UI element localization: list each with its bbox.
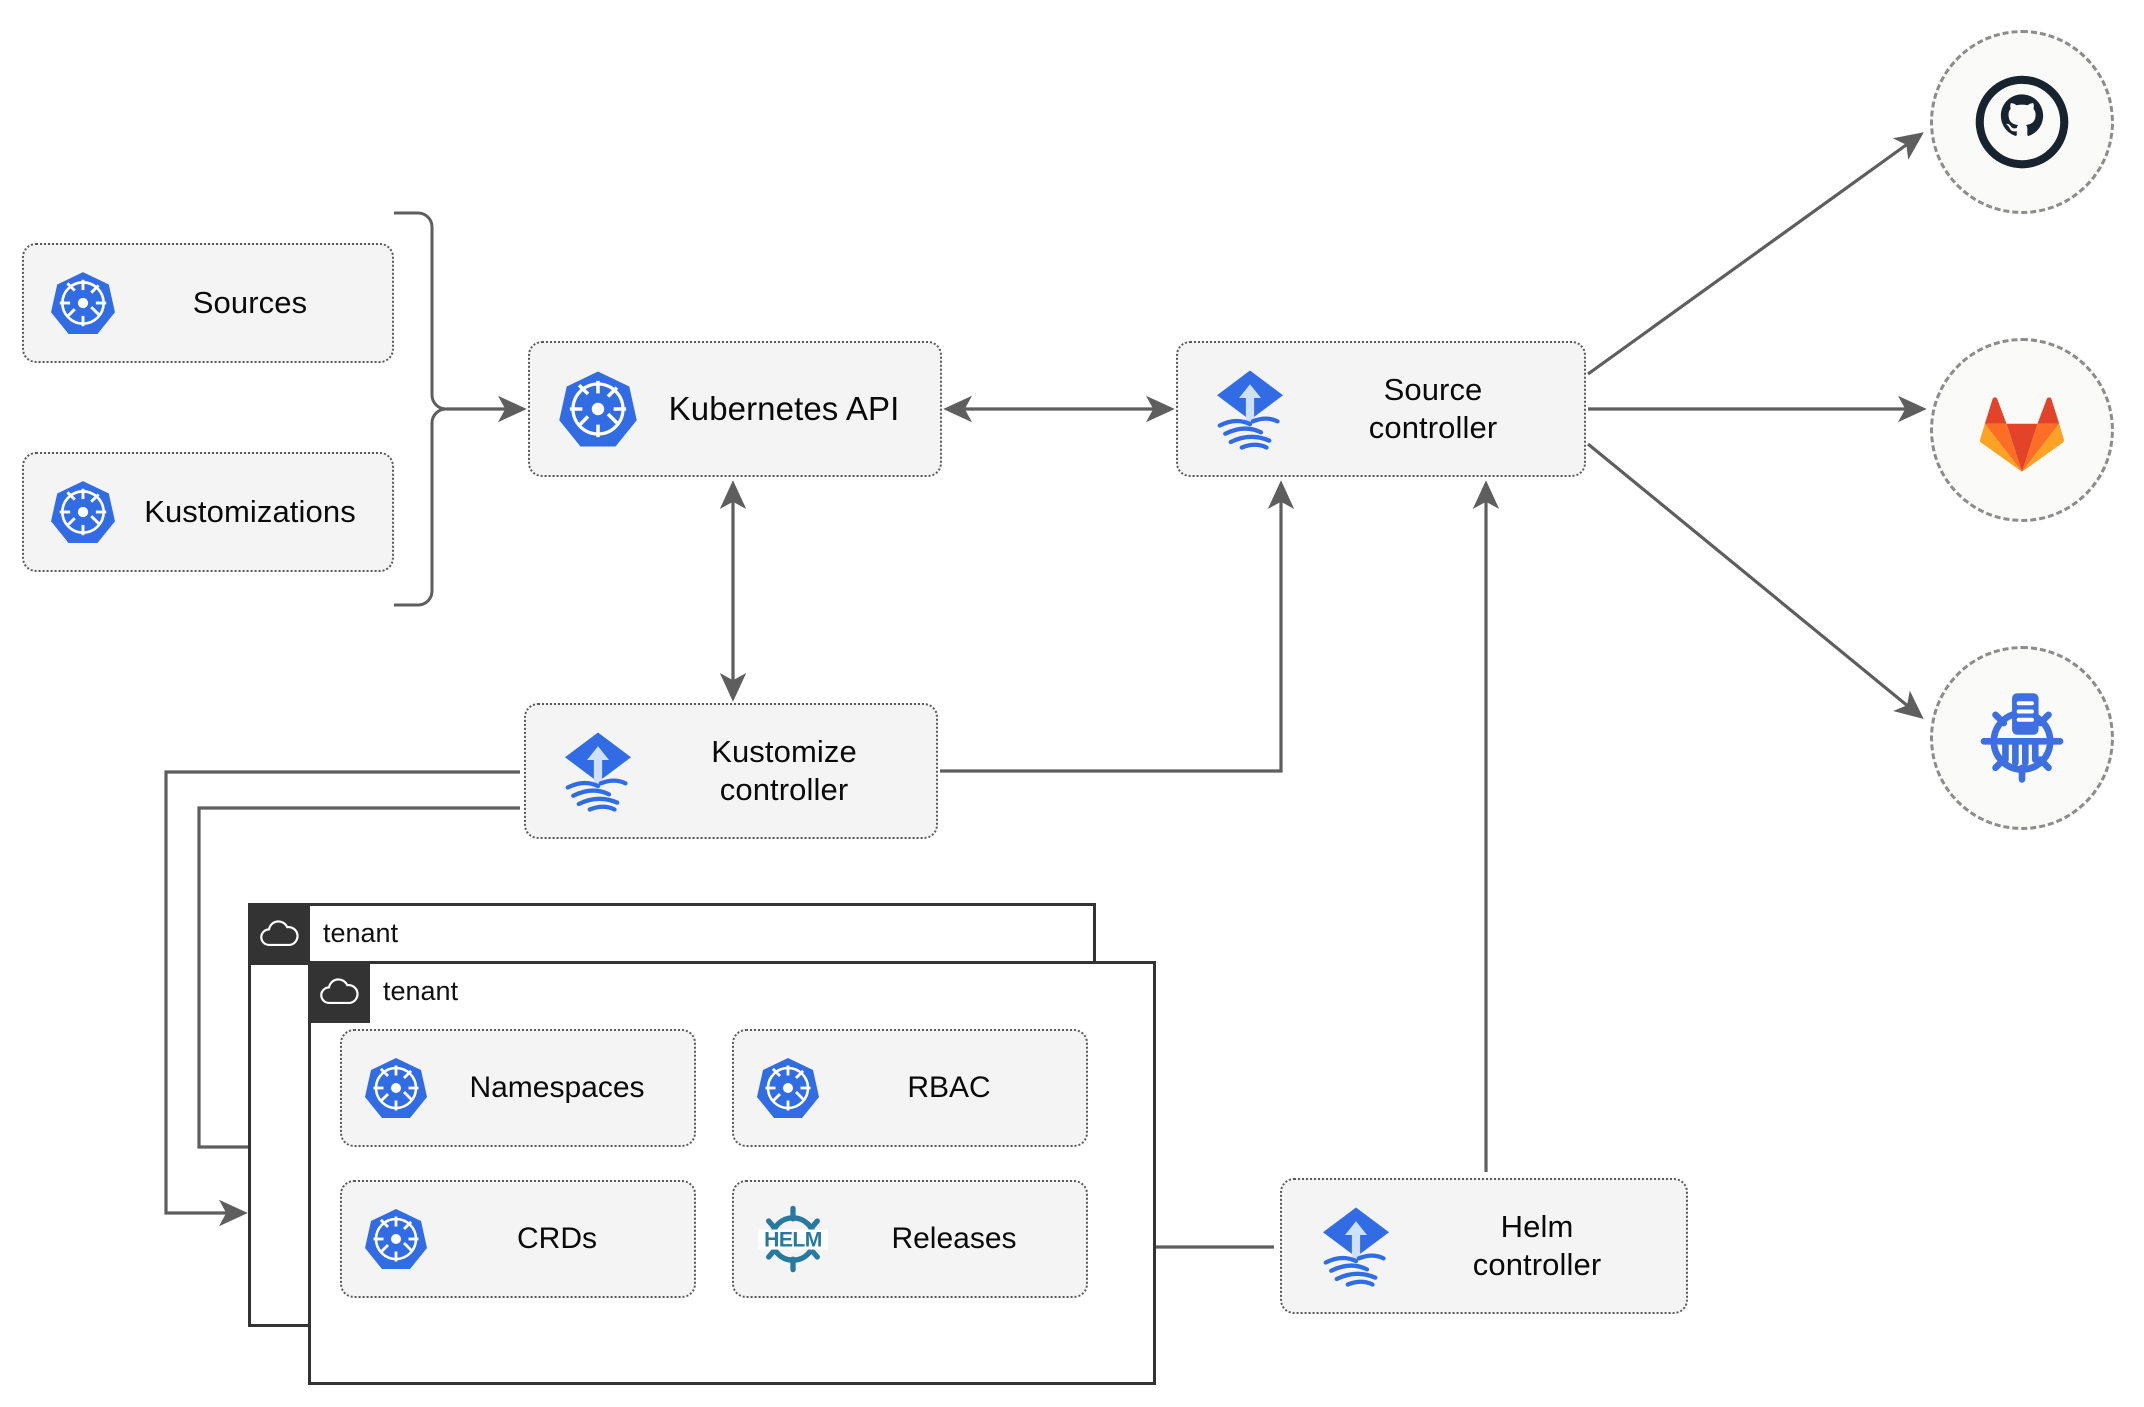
svg-text:HELM: HELM bbox=[764, 1228, 822, 1251]
node-label: Sources bbox=[192, 285, 308, 321]
chip-crds[interactable]: CRDs bbox=[340, 1180, 696, 1298]
github-icon bbox=[1970, 70, 2074, 174]
node-label: Source controller bbox=[1368, 372, 1498, 445]
chip-releases[interactable]: HELM Releases bbox=[732, 1180, 1088, 1298]
provider-gitlab[interactable] bbox=[1930, 338, 2114, 522]
node-label: Kustomize controller bbox=[711, 734, 857, 807]
flux-icon bbox=[1206, 365, 1294, 453]
node-helm-controller[interactable]: Helm controller bbox=[1280, 1178, 1688, 1314]
provider-helm-repository[interactable] bbox=[1930, 646, 2114, 830]
chip-rbac[interactable]: RBAC bbox=[732, 1029, 1088, 1147]
helm-icon: HELM bbox=[756, 1202, 830, 1276]
chip-label: Releases bbox=[891, 1222, 1017, 1255]
node-kubernetes-api[interactable]: Kubernetes API bbox=[528, 341, 942, 477]
node-kustomize-controller[interactable]: Kustomize controller bbox=[524, 703, 938, 839]
kubernetes-icon bbox=[50, 270, 116, 336]
chip-label: CRDs bbox=[517, 1222, 597, 1255]
node-label: Helm controller bbox=[1472, 1209, 1602, 1282]
kubernetes-icon bbox=[756, 1056, 820, 1120]
node-kustomizations[interactable]: Kustomizations bbox=[22, 452, 394, 572]
tenant-container-front[interactable]: tenant bbox=[308, 961, 1156, 1385]
helm-repository-icon bbox=[1969, 685, 2075, 791]
kubernetes-icon bbox=[558, 369, 638, 449]
tenant-label: tenant bbox=[383, 976, 459, 1006]
node-label: Kubernetes API bbox=[668, 389, 900, 427]
node-sources[interactable]: Sources bbox=[22, 243, 394, 363]
chip-label: Namespaces bbox=[469, 1071, 645, 1104]
tenant-label: tenant bbox=[323, 918, 399, 948]
chip-namespaces[interactable]: Namespaces bbox=[340, 1029, 696, 1147]
kubernetes-icon bbox=[364, 1056, 428, 1120]
flux-icon bbox=[1312, 1202, 1400, 1290]
chip-label: RBAC bbox=[907, 1071, 991, 1104]
gitlab-icon bbox=[1972, 382, 2072, 478]
cloud-icon bbox=[308, 961, 370, 1023]
kubernetes-icon bbox=[50, 479, 116, 545]
kubernetes-icon bbox=[364, 1207, 428, 1271]
flux-icon bbox=[554, 727, 642, 815]
cloud-icon bbox=[248, 903, 310, 965]
provider-github[interactable] bbox=[1930, 30, 2114, 214]
node-label: Kustomizations bbox=[144, 494, 356, 530]
node-source-controller[interactable]: Source controller bbox=[1176, 341, 1586, 477]
